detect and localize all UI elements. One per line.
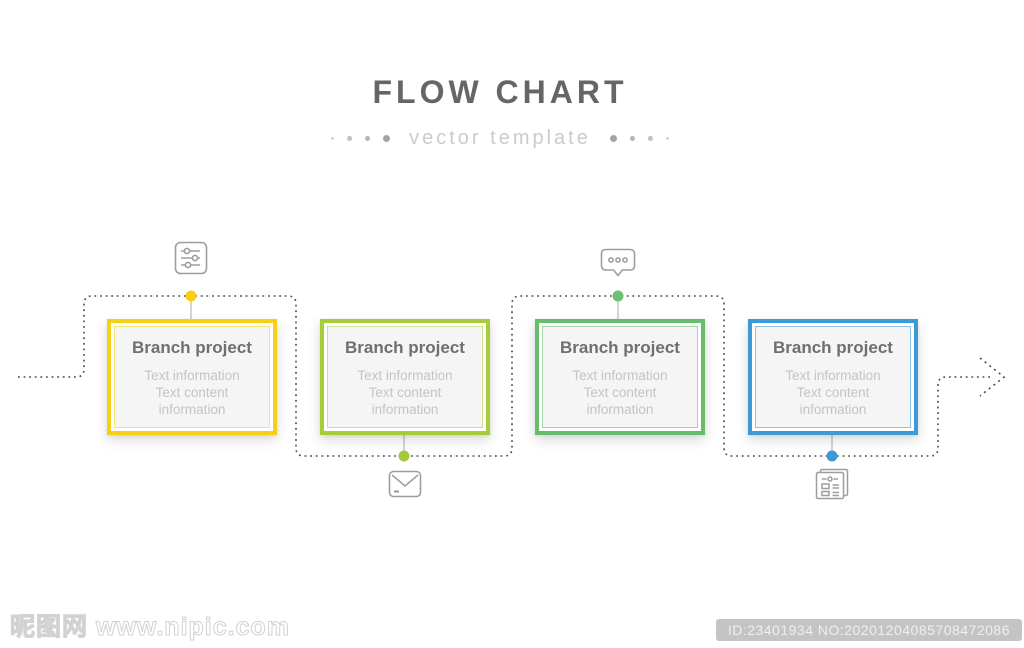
card-inner: Branch project Text information Text con… (114, 326, 270, 428)
watermark-id-badge: ID:23401934 NO:20201204085708472086 (715, 619, 1022, 641)
page-subtitle: vector template (409, 127, 591, 149)
subtitle-row: vector template (0, 127, 1000, 150)
subtitle-dot (665, 137, 669, 140)
subtitle-dot (331, 137, 335, 140)
card-inner: Branch project Text information Text con… (542, 326, 698, 428)
card-inner: Branch project Text information Text con… (755, 326, 911, 428)
card-title: Branch project (345, 338, 465, 357)
page-title: FLOW CHART (372, 74, 628, 110)
watermark-site: 昵图网 www.nipic.com (10, 613, 290, 642)
branch-card-1: Branch project Text information Text con… (107, 319, 277, 435)
card-body: Text information Text content informatio… (357, 368, 453, 417)
subtitle-dot (609, 135, 617, 142)
subtitle-dot (648, 136, 653, 141)
sliders-icon (174, 241, 208, 275)
subtitle-dot (383, 135, 391, 142)
flow-arrow-icon (979, 357, 1006, 397)
card-title: Branch project (560, 338, 680, 357)
subtitle-dot (347, 136, 352, 141)
node-dot (612, 290, 624, 302)
subtitle-dot (364, 135, 371, 142)
card-body: Text information Text content informatio… (572, 368, 668, 417)
branch-card-4: Branch project Text information Text con… (748, 319, 918, 435)
header: FLOW CHART vector template (0, 74, 1000, 150)
card-inner: Branch project Text information Text con… (327, 326, 483, 428)
card-title: Branch project (132, 338, 252, 357)
news-icon (815, 468, 849, 500)
node-dot (185, 290, 197, 302)
subtitle-dot (629, 135, 636, 142)
node-dot (826, 450, 838, 462)
branch-card-2: Branch project Text information Text con… (320, 319, 490, 435)
dot-stems (190, 296, 833, 456)
envelope-icon (388, 470, 422, 498)
branch-card-3: Branch project Text information Text con… (535, 319, 705, 435)
card-body: Text information Text content informatio… (144, 368, 240, 417)
card-body: Text information Text content informatio… (785, 368, 881, 417)
card-title: Branch project (773, 338, 893, 357)
node-dot (398, 450, 410, 462)
chat-bubble-icon (600, 248, 636, 277)
